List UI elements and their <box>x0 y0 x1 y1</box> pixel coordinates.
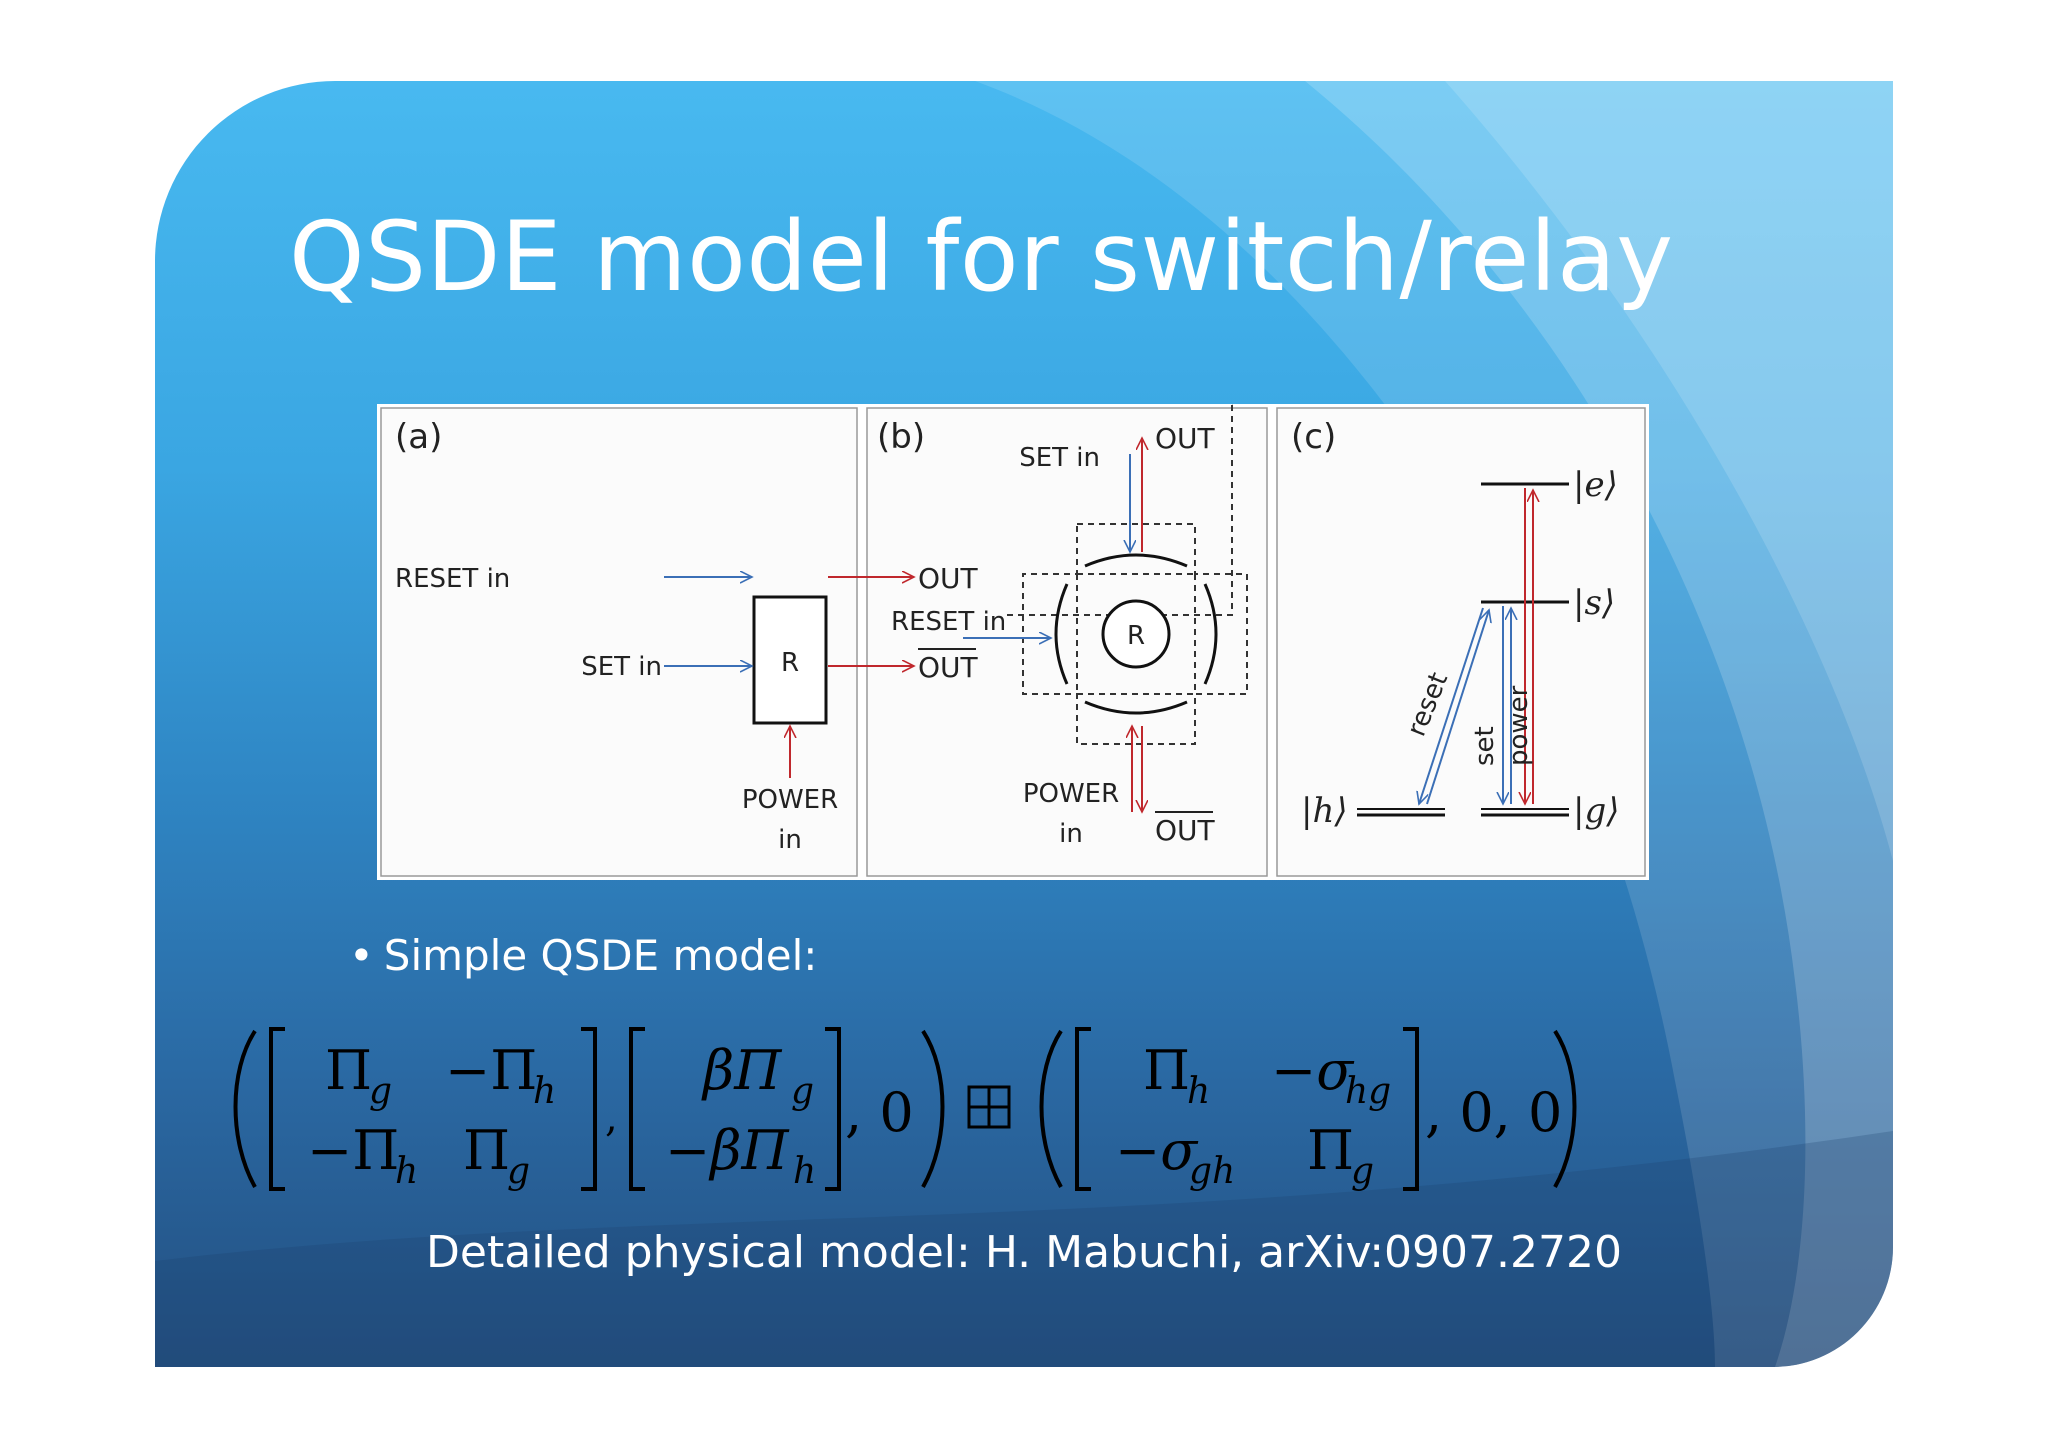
set-in-label-b: SET in <box>1019 443 1100 473</box>
m1-a11: Π <box>325 1039 372 1102</box>
m2-a22: Π <box>1307 1119 1354 1182</box>
m2-a21-sub: gh <box>1189 1151 1235 1192</box>
bracket-right-m1 <box>581 1027 597 1191</box>
m2-a21: −σ <box>1115 1119 1199 1182</box>
label-s: |s⟩ <box>1573 583 1615 623</box>
panel-b-label: (b) <box>877 417 925 457</box>
v1-b2-sub: h <box>793 1151 816 1192</box>
m2-a12-sub: hg <box>1345 1071 1391 1112</box>
label-g: |g⟩ <box>1573 791 1619 831</box>
m1-a21: −Π <box>307 1119 399 1182</box>
m2-a11: Π <box>1143 1039 1190 1102</box>
power-label-a: POWER <box>742 785 838 815</box>
reset-label: reset <box>1402 668 1454 740</box>
mirror-left-b <box>1054 583 1069 685</box>
label-e: |e⟩ <box>1573 465 1618 505</box>
v1-b1-sub: g <box>791 1071 814 1112</box>
mirror-bottom-b <box>1084 700 1188 715</box>
relay-box-a-label: R <box>781 648 799 678</box>
outer-paren-right-1 <box>921 1029 945 1188</box>
relay-atom-b <box>1101 599 1171 669</box>
tail-1: , 0 <box>845 1081 914 1144</box>
m1-a12: −Π <box>445 1039 537 1102</box>
power-in-label-a: in <box>778 825 802 855</box>
slide-title: QSDE model for switch/relay <box>289 201 1674 313</box>
mirror-right-b <box>1203 583 1218 685</box>
panel-c <box>1276 407 1646 877</box>
set-in-label-a: SET in <box>581 652 662 682</box>
m1-a22: Π <box>463 1119 510 1182</box>
bracket-left-v1 <box>629 1027 645 1191</box>
label-h: |h⟩ <box>1301 791 1348 831</box>
m1-a11-sub: g <box>369 1071 392 1112</box>
m2-a12: −σ <box>1271 1039 1355 1102</box>
qsde-equation: Π g −Π h −Π h Π g , βΠ g −βΠ h , 0 <box>233 1027 1577 1192</box>
bracket-left-m2 <box>1075 1027 1091 1191</box>
set-label: set <box>1470 726 1500 766</box>
dashed-cavity-outline <box>1007 404 1233 616</box>
m1-a21-sub: h <box>395 1151 418 1192</box>
v1-b1: βΠ <box>701 1039 782 1102</box>
bullet-marker: • <box>349 931 374 980</box>
comma-1: , <box>605 1095 618 1141</box>
m2-a22-sub: g <box>1351 1151 1374 1192</box>
out-bar-label-a: OUT <box>918 651 979 684</box>
outer-paren-left-1 <box>233 1029 257 1188</box>
m1-a12-sub: h <box>533 1071 556 1112</box>
relay-atom-b-label: R <box>1127 621 1145 651</box>
citation: Detailed physical model: H. Mabuchi, arX… <box>426 1227 1622 1278</box>
power-in-label-b: in <box>1059 819 1083 849</box>
bracket-left-m1 <box>269 1027 285 1191</box>
outer-paren-right-2 <box>1553 1029 1577 1188</box>
panel-b <box>866 407 1268 877</box>
relay-figure-panels-bc: R SET in OUT RESET in POWER in OUT (c) |… <box>891 417 1619 849</box>
panel-c-label: (c) <box>1291 417 1336 457</box>
power-label-b: POWER <box>1023 779 1119 809</box>
mirror-top-b <box>1084 553 1188 568</box>
panel-a-label: (a) <box>395 417 442 457</box>
m1-a22-sub: g <box>507 1151 530 1192</box>
reset-transition-up <box>1426 610 1489 805</box>
reset-in-label-b: RESET in <box>891 607 1006 637</box>
tail-2: , 0, 0 <box>1425 1081 1562 1144</box>
bullet-item: •Simple QSDE model: <box>349 931 817 980</box>
outer-paren-left-2 <box>1039 1029 1063 1188</box>
bullet-text: Simple QSDE model: <box>383 931 818 980</box>
out-bar-label-b: OUT <box>1155 814 1216 847</box>
power-label: power <box>1504 685 1534 766</box>
background-waves <box>155 81 1893 1367</box>
relay-box-a <box>752 595 828 725</box>
reset-in-label-a: RESET in <box>395 564 510 594</box>
bracket-right-v1 <box>825 1027 841 1191</box>
out-label-a: OUT <box>918 562 979 595</box>
slide: QSDE model for switch/relay (a) R RESET … <box>155 81 1893 1367</box>
bracket-right-m2 <box>1403 1027 1419 1191</box>
relay-figure: (a) R RESET in SET in OUT OUT POWER in (… <box>377 404 1649 880</box>
out-label-b: OUT <box>1155 422 1216 455</box>
v1-b2: −βΠ <box>665 1119 789 1182</box>
m2-a11-sub: h <box>1187 1071 1210 1112</box>
boxplus-operator <box>967 1085 1011 1129</box>
reset-transition <box>1419 607 1484 804</box>
